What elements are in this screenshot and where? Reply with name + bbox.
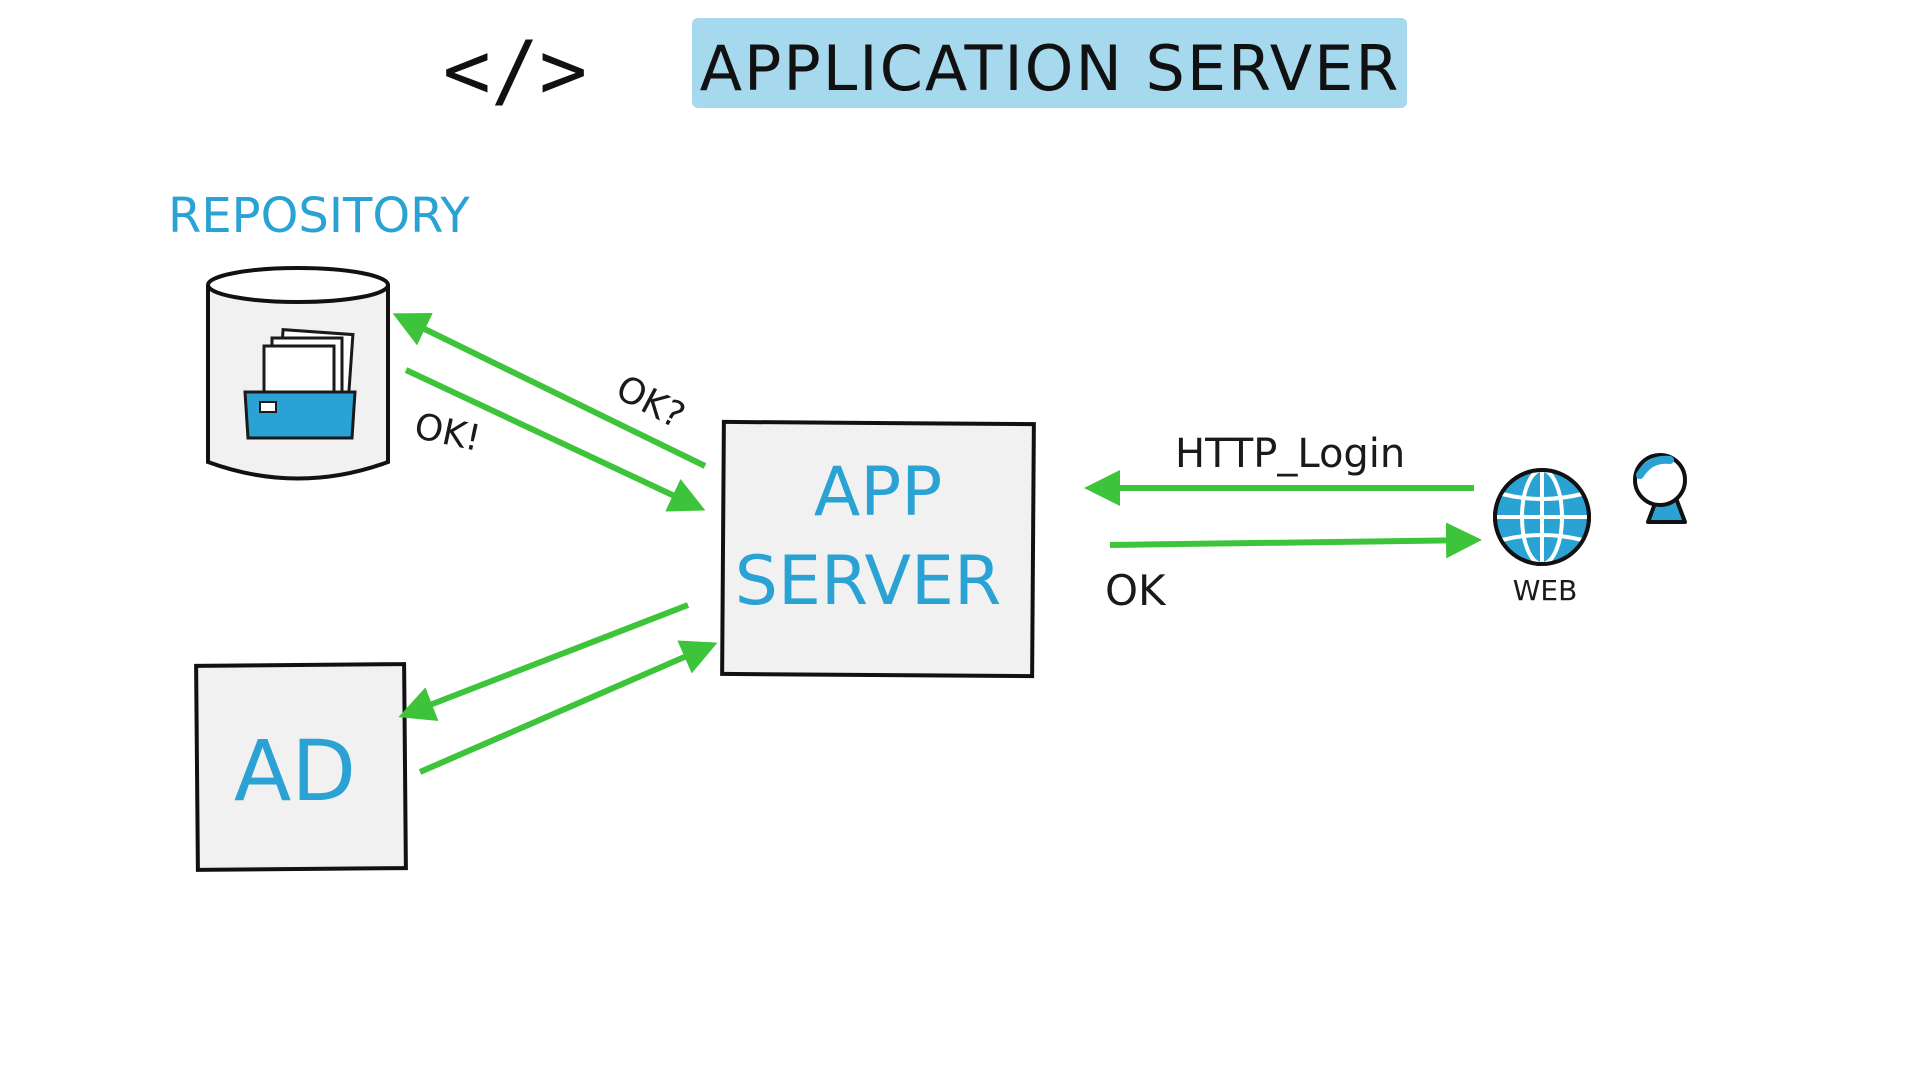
user-icon — [1633, 453, 1687, 524]
arrow-app-to-web — [1109, 522, 1482, 559]
web-label: WEB — [1513, 574, 1578, 607]
page-title: APPLICATION SERVER — [700, 32, 1401, 105]
arrow-repository-to-app — [404, 367, 706, 512]
arrow-ad-to-app — [418, 640, 718, 775]
repository-label: REPOSITORY — [168, 188, 470, 244]
repository: REPOSITORY — [168, 188, 470, 481]
web-globe-icon — [1493, 468, 1591, 566]
app-server-label-line1: APP — [814, 453, 943, 532]
title-highlight — [692, 18, 1407, 108]
label-http-login: HTTP_Login — [1175, 431, 1405, 477]
arrows — [392, 312, 1482, 775]
label-ok-response: OK — [1105, 566, 1167, 615]
app-server-label-line2: SERVER — [735, 542, 1001, 621]
ad-box: AD — [194, 662, 408, 872]
app-server-box: APP SERVER — [720, 419, 1036, 679]
arrow-app-to-ad — [398, 602, 690, 721]
label-ok-exclaim: OK! — [411, 406, 484, 460]
header: </> APPLICATION SERVER — [443, 18, 1407, 117]
arrow-app-to-repository — [392, 312, 707, 469]
code-icon: </> — [443, 24, 588, 117]
ad-label: AD — [234, 722, 356, 820]
folder-icon — [243, 328, 357, 440]
